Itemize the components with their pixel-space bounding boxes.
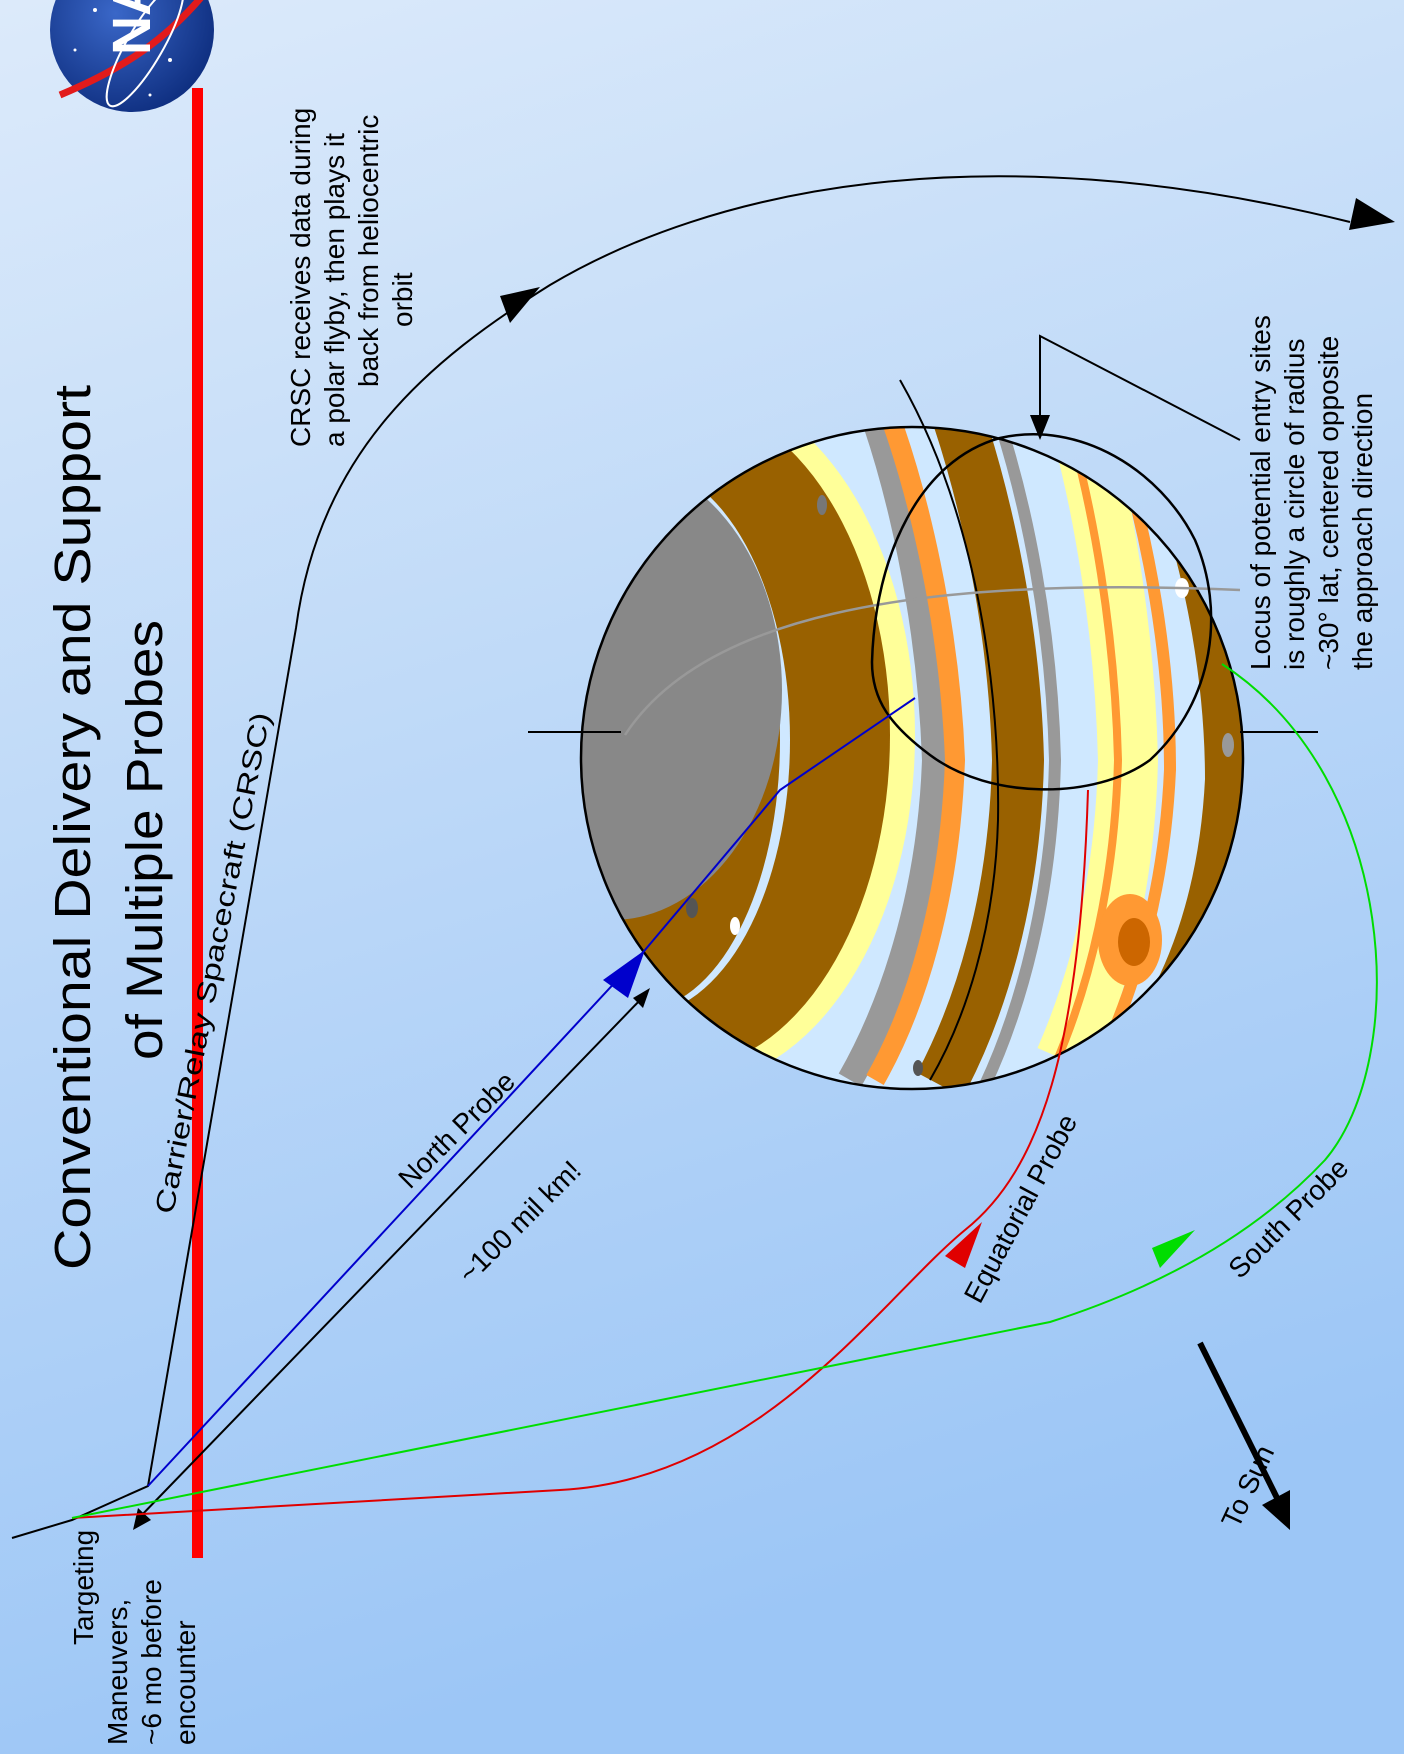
locus-note: Locus of potential entry sites is roughl… (1245, 315, 1378, 670)
locus-line-1: Locus of potential entry sites (1245, 315, 1276, 670)
locus-line-4: the approach direction (1347, 393, 1378, 670)
crsc-note: CRSC receives data during a polar flyby,… (285, 108, 418, 447)
targeting-line-2: Maneuvers, (102, 1599, 133, 1745)
targeting-note: Targeting Maneuvers, ~6 mo before encoun… (68, 1530, 201, 1745)
title-line-1: Conventional Delivery and Support (44, 385, 101, 1270)
to-sun-arrowhead (1262, 1490, 1290, 1530)
equatorial-probe-trajectory (71, 789, 1089, 1519)
south-probe-trajectory (71, 663, 1378, 1519)
entry-locus-circle (870, 433, 1213, 791)
north-probe-arrowhead (603, 950, 645, 998)
accent-bar (192, 88, 203, 1558)
title-line-2: of Multiple Probes (116, 620, 173, 1060)
crsc-trajectory (11, 175, 1351, 1539)
meridian-line (899, 379, 1000, 1081)
targeting-line-1: Targeting (68, 1530, 99, 1645)
locus-line-2: is roughly a circle of radius (1279, 339, 1310, 670)
logo-lettering: NA (102, 0, 162, 55)
to-sun-arrow (1197, 1341, 1281, 1502)
locus-leader-arrowhead (1030, 415, 1050, 440)
crsc-note-line-4: orbit (387, 272, 418, 327)
crsc-arrowhead-2 (1349, 198, 1395, 230)
nasa-logo: NA (50, 0, 214, 112)
locus-leader-line (1039, 334, 1241, 441)
title-block: Conventional Delivery and Support of Mul… (44, 385, 173, 1270)
locus-line-3: ~30° lat, centered opposite (1313, 336, 1344, 670)
south-probe-arrowhead (1152, 1230, 1195, 1268)
crsc-arrowhead-1 (500, 287, 540, 323)
crsc-note-line-2: a polar flyby, then plays it (319, 133, 350, 447)
distance-line (136, 996, 644, 1521)
north-probe-trajectory (147, 697, 916, 1487)
grey-arc (623, 585, 1241, 736)
crsc-note-line-3: back from heliocentric (353, 115, 384, 387)
crsc-note-line-1: CRSC receives data during (285, 108, 316, 447)
distance-arrowhead-end (633, 988, 650, 1008)
targeting-line-3: ~6 mo before (136, 1579, 167, 1745)
equatorial-probe-arrowhead (945, 1222, 982, 1268)
jupiter (528, 379, 1318, 1091)
targeting-line-4: encounter (170, 1620, 201, 1745)
